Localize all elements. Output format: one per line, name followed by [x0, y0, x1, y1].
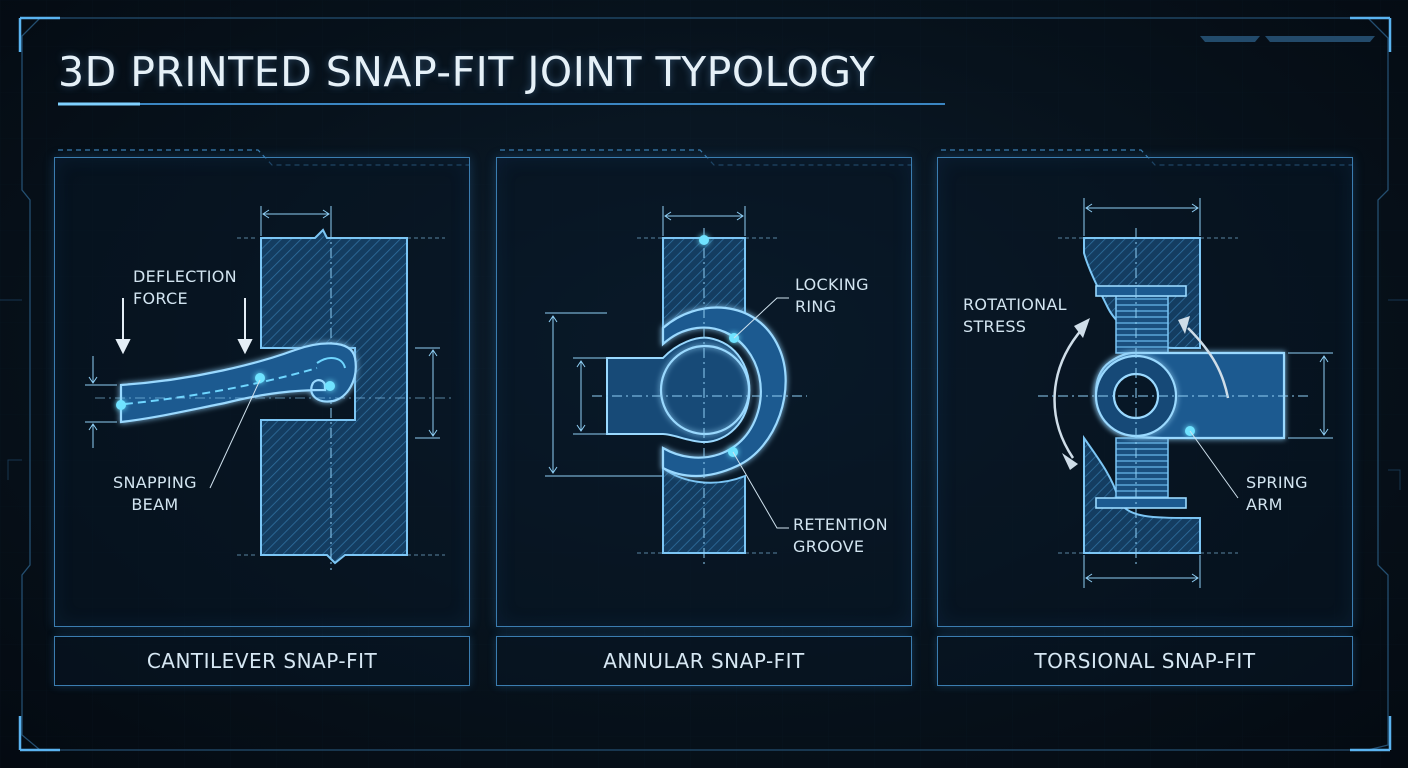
snapping-beam-label: SNAPPING BEAM [113, 473, 197, 514]
torsional-panel: ROTATIONAL STRESS SPRING ARM [937, 157, 1353, 627]
cantilever-diagram [85, 206, 455, 570]
cantilever-caption: CANTILEVER SNAP-FIT [54, 636, 470, 686]
rotational-stress-label: ROTATIONAL STRESS [963, 295, 1067, 336]
cantilever-panel: DEFLECTION FORCE SNAPPING BEAM [54, 157, 470, 627]
annular-diagram [545, 206, 807, 568]
force-arrows [115, 298, 253, 355]
locking-ring-label: LOCKING RING [795, 275, 869, 316]
torsional-caption: TORSIONAL SNAP-FIT [937, 636, 1353, 686]
deflection-force-label: DEFLECTION FORCE [133, 267, 237, 308]
retention-groove-label: RETENTION GROOVE [793, 515, 888, 556]
spring-arm-label: SPRING ARM [1246, 473, 1308, 514]
annular-panel: LOCKING RING RETENTION GROOVE [496, 157, 912, 627]
annular-caption: ANNULAR SNAP-FIT [496, 636, 912, 686]
torsional-diagram [1038, 198, 1333, 588]
page-title: 3D PRINTED SNAP-FIT JOINT TYPOLOGY [58, 48, 876, 96]
